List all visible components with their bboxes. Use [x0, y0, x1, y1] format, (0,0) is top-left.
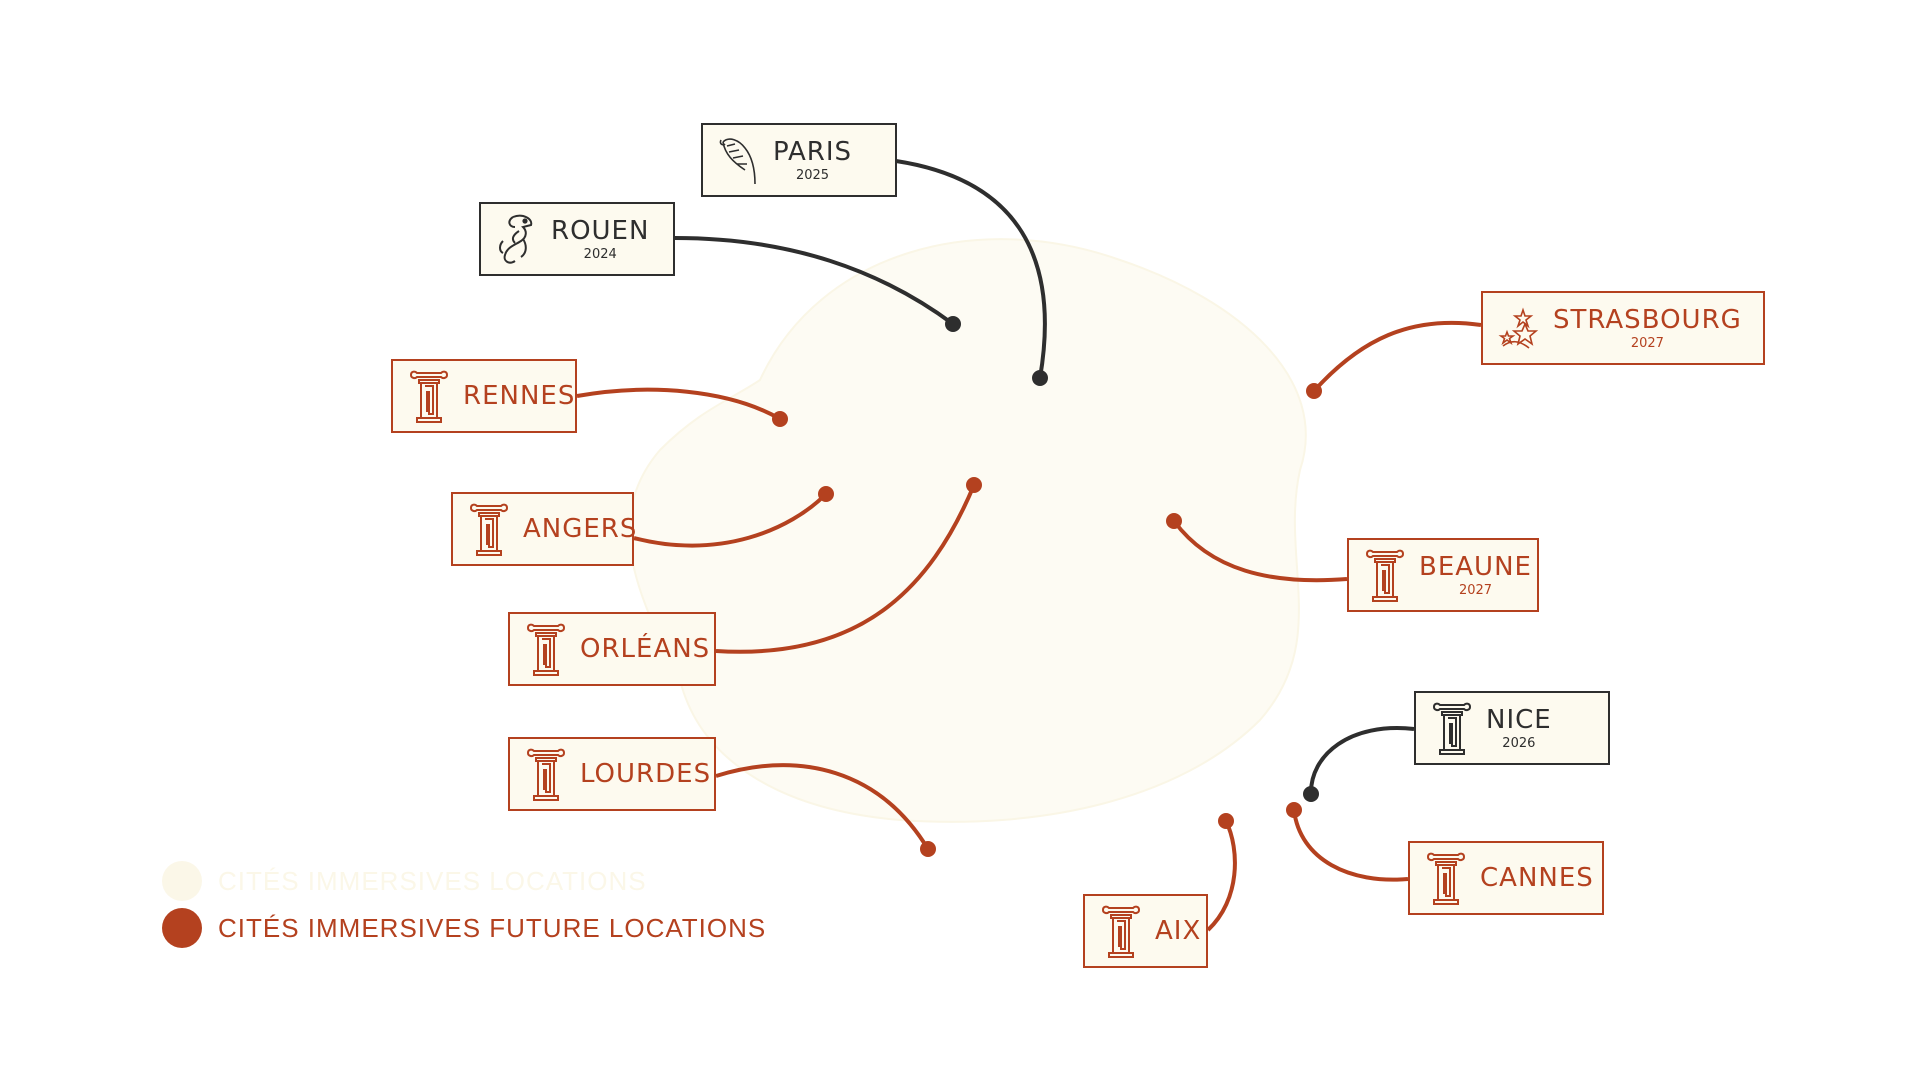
city-card-lourdes[interactable]: LOURDES	[508, 737, 716, 811]
city-name-lourdes: LOURDES	[580, 759, 712, 789]
column-icon	[1428, 700, 1476, 756]
city-name-strasbourg: STRASBOURG	[1553, 304, 1742, 335]
city-card-aix[interactable]: AIX	[1083, 894, 1208, 968]
city-card-beaune[interactable]: BEAUNE 2027	[1347, 538, 1539, 612]
dragon-icon	[493, 211, 541, 267]
pin-beaune[interactable]	[1166, 513, 1182, 529]
city-year-strasbourg: 2027	[1630, 335, 1664, 351]
feather-quill-icon	[715, 132, 763, 188]
legend-dot-future-locations	[162, 908, 202, 948]
stars-icon	[1495, 300, 1543, 356]
city-name-paris: PARIS	[773, 136, 853, 167]
legend-label-future-locations: CITÉS IMMERSIVES FUTURE LOCATIONS	[218, 912, 767, 943]
pin-orleans[interactable]	[966, 477, 982, 493]
connector-line-strasbourg	[1312, 320, 1482, 393]
city-card-cannes[interactable]: CANNES	[1408, 841, 1604, 915]
connector-line-rennes	[576, 387, 782, 421]
pin-angers[interactable]	[818, 486, 834, 502]
city-name-rennes: RENNES	[463, 381, 576, 411]
connector-line-paris	[895, 159, 1047, 379]
city-card-rouen[interactable]: ROUEN 2024	[479, 202, 675, 276]
column-icon	[465, 501, 513, 557]
column-icon	[1422, 850, 1470, 906]
legend-item-future-locations: CITÉS IMMERSIVES FUTURE LOCATIONS	[162, 908, 766, 948]
legend-item-locations: CITÉS IMMERSIVES LOCATIONS	[162, 861, 647, 901]
france-map-outline	[628, 238, 1307, 823]
city-year-rouen: 2024	[583, 246, 617, 262]
connector-line-orleans	[715, 484, 976, 654]
connector-line-beaune	[1172, 519, 1348, 583]
pin-lourdes[interactable]	[920, 841, 936, 857]
city-year-nice: 2026	[1502, 735, 1536, 751]
city-card-orleans[interactable]: ORLÉANS	[508, 612, 716, 686]
city-card-paris[interactable]: PARIS 2025	[701, 123, 897, 197]
city-name-beaune: BEAUNE	[1419, 551, 1532, 582]
city-year-beaune: 2027	[1458, 582, 1493, 598]
city-card-rennes[interactable]: RENNES	[391, 359, 577, 433]
legend-dot-locations	[162, 861, 202, 901]
pin-rouen[interactable]	[945, 316, 961, 332]
city-name-orleans: ORLÉANS	[580, 634, 711, 664]
column-icon	[1097, 903, 1145, 959]
column-icon	[522, 621, 570, 677]
city-name-aix: AIX	[1155, 916, 1202, 946]
city-card-angers[interactable]: ANGERS	[451, 492, 638, 566]
connector-line-lourdes	[715, 763, 930, 851]
connector-line-aix	[1206, 820, 1237, 932]
pin-paris[interactable]	[1032, 370, 1048, 386]
connector-line-nice	[1308, 726, 1415, 795]
pin-cannes[interactable]	[1286, 802, 1302, 818]
city-year-paris: 2025	[795, 167, 830, 183]
column-icon	[405, 368, 453, 424]
city-name-rouen: ROUEN	[551, 215, 650, 246]
connector-line-cannes	[1292, 809, 1409, 882]
city-card-nice[interactable]: NICE 2026	[1414, 691, 1610, 765]
column-icon	[522, 746, 570, 802]
pin-aix[interactable]	[1218, 813, 1234, 829]
pin-nice[interactable]	[1303, 786, 1319, 802]
legend-label-locations: CITÉS IMMERSIVES LOCATIONS	[218, 865, 647, 896]
city-card-strasbourg[interactable]: STRASBOURG 2027	[1481, 291, 1765, 365]
column-icon	[1361, 547, 1409, 603]
city-name-nice: NICE	[1486, 704, 1552, 735]
pin-rennes[interactable]	[772, 411, 788, 427]
city-name-angers: ANGERS	[523, 514, 638, 544]
connector-line-rouen	[674, 236, 955, 326]
connector-line-angers	[633, 492, 828, 548]
pin-strasbourg[interactable]	[1306, 383, 1322, 399]
city-name-cannes: CANNES	[1480, 863, 1594, 893]
